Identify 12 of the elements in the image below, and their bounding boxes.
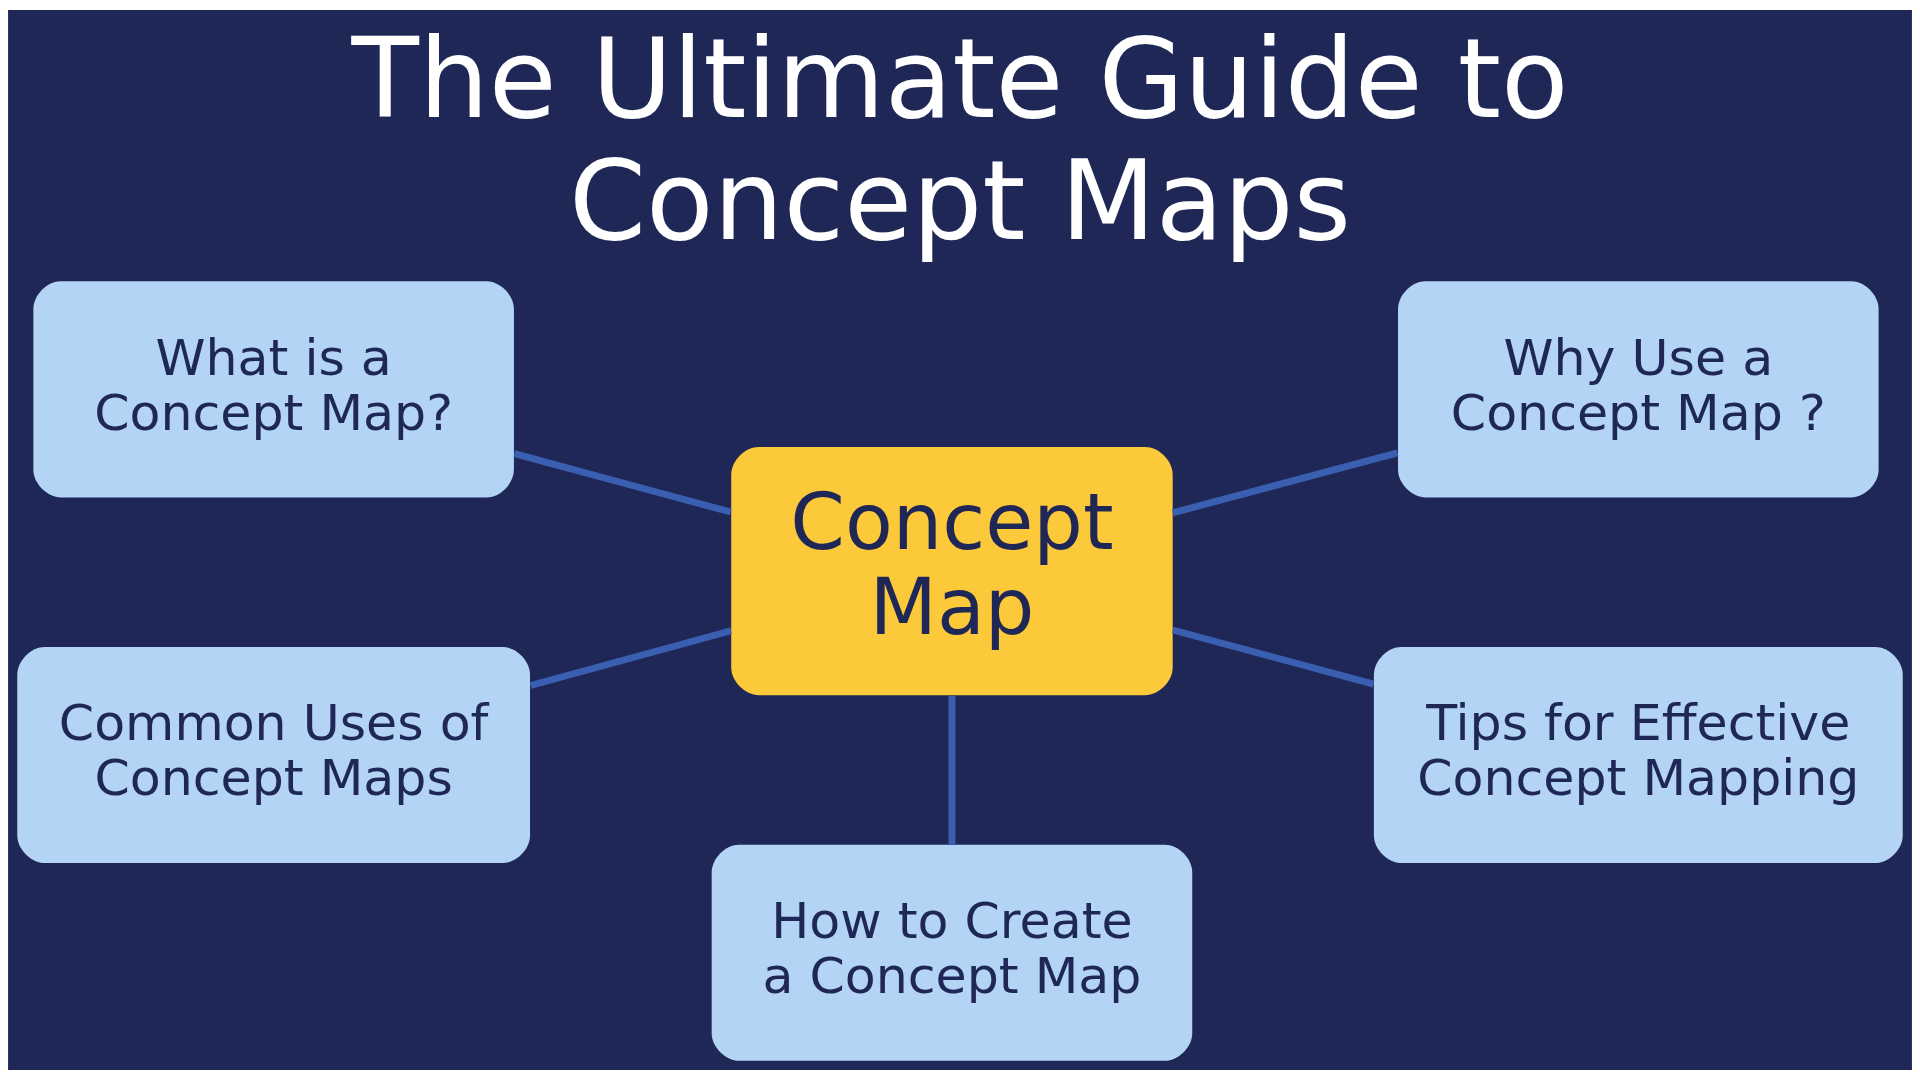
diagram-title: The Ultimate Guide to Concept Maps [351, 14, 1569, 265]
node-box: How to Create a Concept Map [711, 844, 1193, 1061]
connector [1171, 449, 1399, 517]
connector [529, 627, 732, 689]
connector [948, 696, 956, 845]
node-box: Tips for Effective Concept Mapping [1373, 646, 1903, 864]
connector [1171, 626, 1375, 688]
node-box: Why Use a Concept Map ? [1398, 281, 1879, 498]
node-box: Common Uses of Concept Maps [17, 646, 530, 864]
node-box: Concept Map [731, 446, 1173, 696]
node-box: What is a Concept Map? [33, 281, 514, 498]
connector [513, 450, 732, 516]
